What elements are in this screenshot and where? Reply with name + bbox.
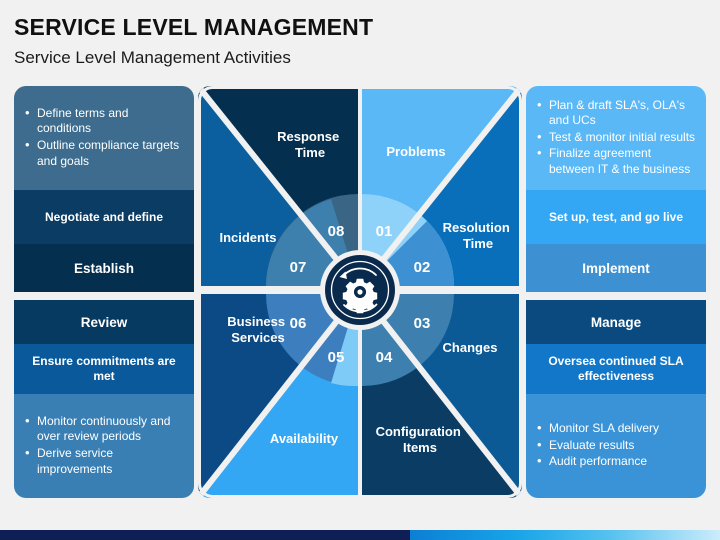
segment-04-label: Configuration Items [376,424,465,455]
wheel-quadrant-top-right [362,86,522,286]
review-bullets: Monitor continuously and over review per… [14,394,194,498]
segment-04-number: 04 [376,349,393,366]
segment-06-label: Business Services [227,314,288,345]
review-sub-label: Ensure commitments are met [14,344,194,394]
segment-03-number: 03 [414,315,431,332]
list-item: Monitor SLA delivery [536,420,696,437]
segment-01-number: 01 [376,223,393,240]
segment-divider [198,86,358,286]
list-item: Test & monitor initial results [536,129,696,146]
gear-icon [342,278,378,314]
wheel-quadrant-top-left [198,86,358,286]
establish-bullets: Define terms and conditions Outline comp… [14,86,194,190]
segment-06-number: 06 [290,315,307,332]
panel-manage[interactable]: Manage Oversea continued SLA effectivene… [526,300,706,498]
list-item: Evaluate results [536,437,696,454]
segment-08-number: 08 [328,223,345,240]
segment-02-number: 02 [414,259,431,276]
manage-head-label: Manage [526,300,706,344]
list-item: Plan & draft SLA's, OLA's and UCs [536,97,696,129]
manage-sub-label: Oversea continued SLA effectiveness [526,344,706,394]
segment-divider [362,86,522,286]
footer-accent-navy [0,530,411,540]
panel-establish[interactable]: Define terms and conditions Outline comp… [14,86,194,292]
review-head-label: Review [14,300,194,344]
segment-08-label: Response Time [277,129,343,160]
segment-05-label: Availability [270,431,339,446]
establish-sub-label: Negotiate and define [14,190,194,244]
establish-head-label: Establish [14,244,194,292]
segment-05-number: 05 [328,349,345,366]
footer-accent-gradient [410,530,720,540]
process-wheel[interactable]: Response Time Incidents Problems Resolut… [198,86,522,498]
segment-07-label: Incidents [219,230,276,245]
refresh-arrowhead-icon [339,271,347,279]
segment-divider [362,294,522,498]
segment-07-number: 07 [290,259,307,276]
list-item: Audit performance [536,453,696,470]
implement-head-label: Implement [526,244,706,292]
list-item: Derive service improvements [24,445,184,477]
implement-sub-label: Set up, test, and go live [526,190,706,244]
page-subtitle: Service Level Management Activities [14,48,291,67]
list-item: Monitor continuously and over review per… [24,413,184,445]
list-item: Define terms and conditions [24,105,184,137]
page-title: SERVICE LEVEL MANAGEMENT [14,14,374,40]
segment-divider [198,294,358,498]
wheel-quadrant-bottom-left [198,294,358,498]
hub-inner-ring [330,260,390,320]
segment-02-label: Resolution Time [443,220,514,251]
footer-accent-bar [0,530,720,540]
segment-03-label: Changes [443,340,498,355]
wheel-hub[interactable] [320,250,400,330]
implement-bullets: Plan & draft SLA's, OLA's and UCs Test &… [526,86,706,190]
segment-01-label: Problems [386,144,445,159]
panel-review[interactable]: Review Ensure commitments are met Monito… [14,300,194,498]
manage-bullets: Monitor SLA delivery Evaluate results Au… [526,394,706,498]
list-item: Outline compliance targets and goals [24,137,184,169]
panel-implement[interactable]: Plan & draft SLA's, OLA's and UCs Test &… [526,86,706,292]
list-item: Finalize agreement between IT & the busi… [536,145,696,177]
